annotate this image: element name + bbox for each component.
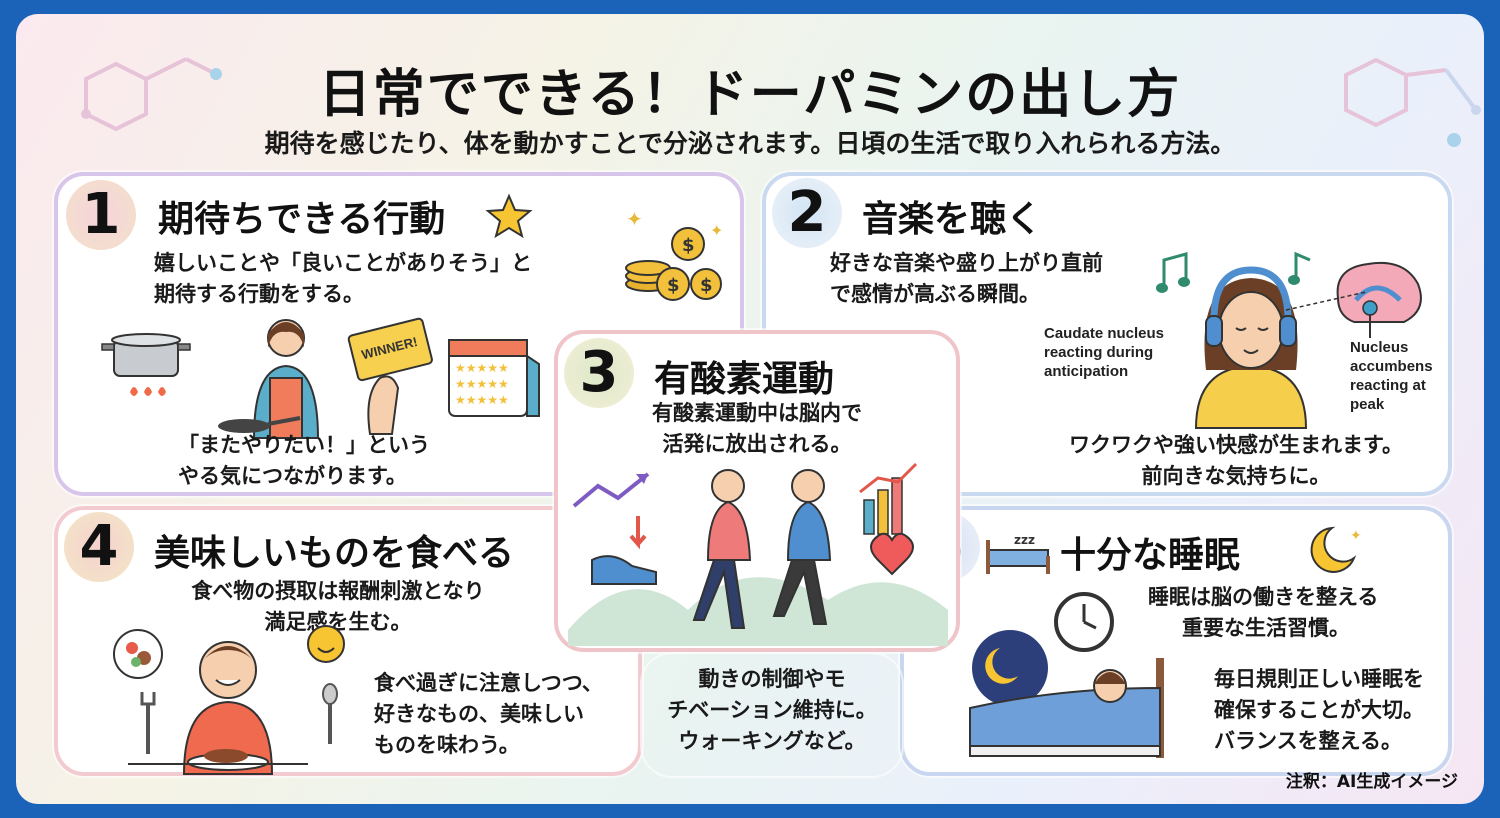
pointer-line xyxy=(1285,291,1367,311)
music-note-icon xyxy=(1288,251,1311,285)
card-heading: 期待ちできる行動 xyxy=(158,199,446,240)
card-food: 4 美味しいものを食べる 食べ物の摂取は報酬刺激となり満足感を生む。 食べ過ぎに… xyxy=(54,506,642,776)
card-number: 4 xyxy=(64,512,134,582)
svg-text:★★★★★: ★★★★★ xyxy=(455,361,509,375)
card-heading: 美味しいものを食べる xyxy=(154,533,515,574)
clock-icon xyxy=(1054,592,1114,652)
card-heading: 有酸素運動 xyxy=(654,359,835,400)
runners-illustration xyxy=(568,462,948,646)
svg-text:★★★★★: ★★★★★ xyxy=(455,377,509,391)
card-heading: 音楽を聴く xyxy=(862,199,1043,240)
card-text: 食べ物の摂取は報酬刺激となり満足感を生む。 xyxy=(191,579,485,634)
svg-text:zzz: zzz xyxy=(1014,533,1035,547)
card-number: 2 xyxy=(772,178,842,248)
molecule-icon-right xyxy=(1344,57,1481,147)
page-title: 日常でできる！ドーパミンの出し方 xyxy=(318,65,1182,125)
sleeping-person-illustration xyxy=(969,630,1164,758)
ai-generated-note: 注釈：AI生成イメージ xyxy=(1285,772,1458,792)
svg-text:$: $ xyxy=(682,235,695,256)
headphone-listener-illustration xyxy=(1194,266,1308,429)
card-text-secondary: 食べ過ぎに注意しつつ、好きなもの、美味しいものを味わう。 xyxy=(374,671,603,757)
calendar-icon: ★★★★★ ★★★★★ ★★★★★ xyxy=(448,339,540,417)
card-text-secondary: 動きの制御やモチベーション維持に。ウォーキングなど。 xyxy=(667,667,877,753)
card-heading: 十分な睡眠 xyxy=(1060,535,1241,576)
card-text: 有酸素運動中は脳内で活発に放出される。 xyxy=(652,401,862,456)
cooking-pot-icon xyxy=(101,333,191,396)
svg-text:✦: ✦ xyxy=(710,221,723,240)
star-icon xyxy=(485,193,533,239)
brain-icon xyxy=(1336,262,1422,338)
card-text: 睡眠は脳の働きを整える重要な生活習慣。 xyxy=(1148,585,1379,640)
card-exercise: 3 有酸素運動 有酸素運動中は脳内で活発に放出される。 xyxy=(554,330,960,652)
svg-text:✦: ✦ xyxy=(1350,528,1362,544)
coins-icon: $ $ $ ✦ ✦ xyxy=(625,207,723,301)
svg-text:$: $ xyxy=(700,275,713,296)
card-text-secondary: 毎日規則正しい睡眠を確保することが大切。バランスを整える。 xyxy=(1214,667,1424,753)
card-number: 3 xyxy=(564,338,634,408)
cooking-person-illustration xyxy=(218,319,320,439)
card-text-secondary: ワクワクや強い快感が生まれます。前向きな気持ちに。 xyxy=(1069,433,1403,488)
card-number: 1 xyxy=(66,180,136,250)
card-text: 好きな音楽や盛り上がり直前で感情が高ぶる瞬間。 xyxy=(830,251,1103,306)
card-exercise-extension: 動きの制御やモチベーション維持に。ウォーキングなど。 xyxy=(642,654,902,776)
infographic-canvas: 日常でできる！ドーパミンの出し方 期待を感じたり、体を動かすことで分泌されます。… xyxy=(16,14,1484,804)
card-text-secondary: 「またやりたい！」というやる気につながります。 xyxy=(178,433,430,488)
svg-text:★★★★★: ★★★★★ xyxy=(455,393,509,407)
card-text: 嬉しいことや「良いことがありそう」と期待する行動をする。 xyxy=(154,251,532,306)
moon-icon: ✦ xyxy=(1310,526,1362,573)
card-music: 2 音楽を聴く 好きな音楽や盛り上がり直前で感情が高ぶる瞬間。 xyxy=(762,172,1452,496)
winner-ticket-illustration: WINNER! xyxy=(347,317,433,435)
molecule-icon-left xyxy=(81,57,222,132)
page-subtitle: 期待を感じたり、体を動かすことで分泌されます。日頃の生活で取り入れられる方法。 xyxy=(264,129,1236,158)
bed-icon: zzz xyxy=(986,533,1050,574)
svg-text:$: $ xyxy=(667,275,680,296)
svg-text:✦: ✦ xyxy=(626,207,643,231)
eating-person-illustration xyxy=(113,625,345,775)
music-note-icon xyxy=(1156,252,1190,293)
